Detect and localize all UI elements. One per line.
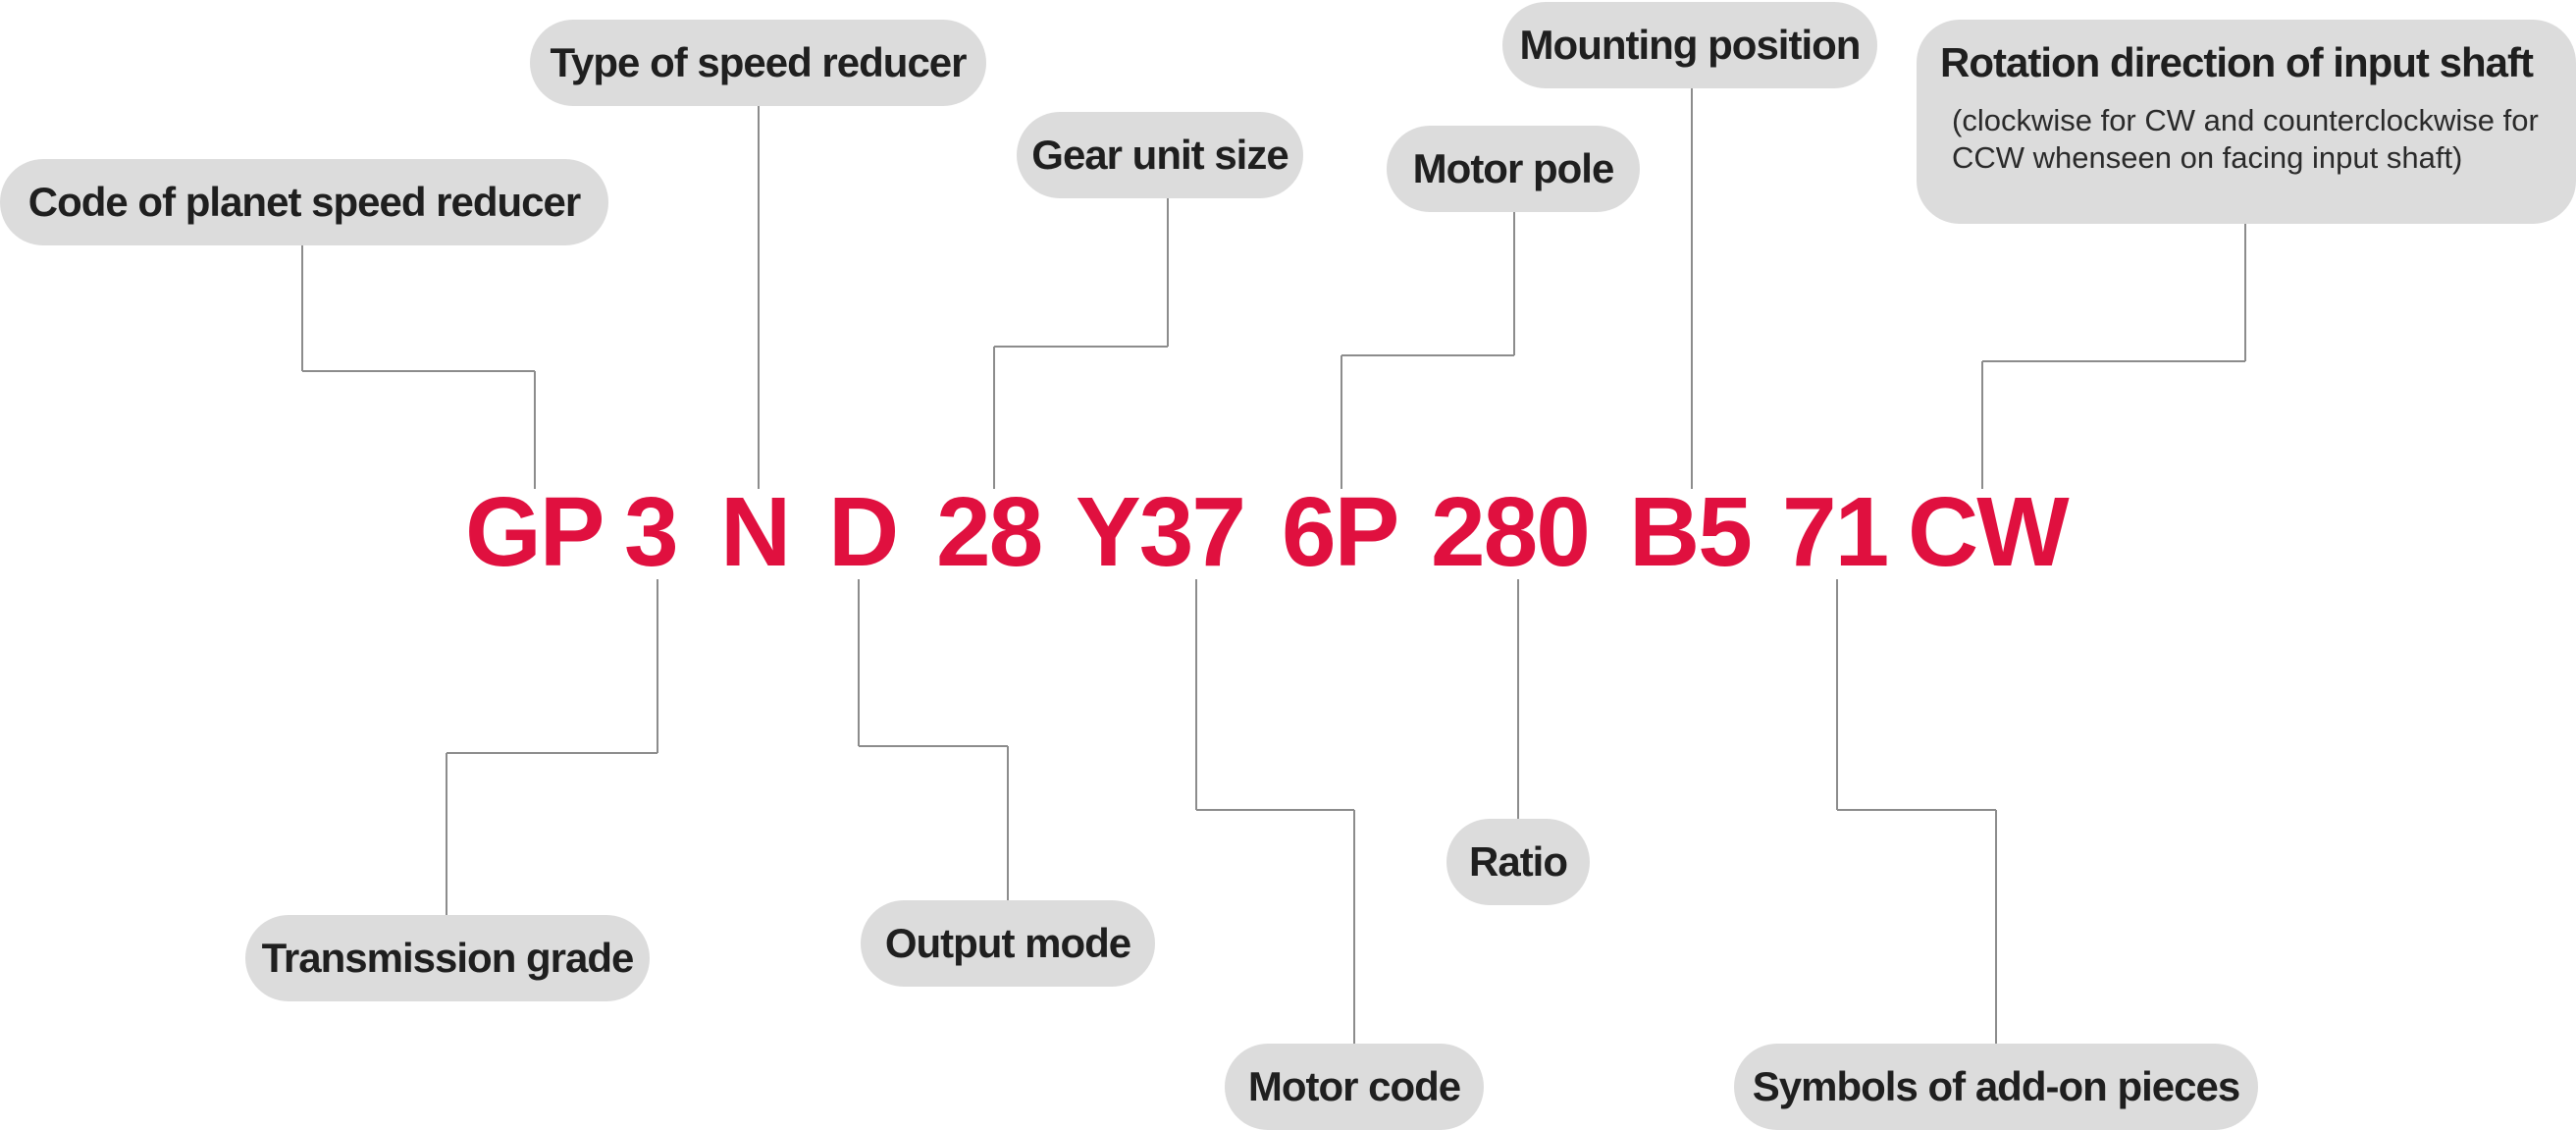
code-ratio: 280 (1431, 477, 1591, 587)
label-add-on-pieces: Symbols of add-on pieces (1734, 1044, 2258, 1130)
rotation-note: (clockwise for CW and counterclockwise f… (1952, 102, 2576, 177)
label-motor-code: Motor code (1225, 1044, 1484, 1130)
label-ratio: Ratio (1446, 819, 1590, 905)
label-motor-pole: Motor pole (1387, 126, 1640, 212)
code-pole: 6P (1282, 477, 1399, 587)
code-mount: B5 (1629, 477, 1753, 587)
code-size: 28 (936, 477, 1043, 587)
label-transmission-grade: Transmission grade (245, 915, 650, 1001)
code-gp: GP (465, 477, 605, 587)
rotation-title: Rotation direction of input shaft (1940, 39, 2534, 85)
label-code-of-planet: Code of planet speed reducer (0, 159, 608, 245)
label-mounting-position: Mounting position (1502, 2, 1877, 88)
label-output-mode: Output mode (861, 900, 1155, 987)
label-rotation-direction: Rotation direction of input shaft (clock… (1917, 20, 2576, 224)
code-type: N (720, 477, 791, 587)
rotation-note-line-1: (clockwise for CW and counterclockwise f… (1952, 103, 2539, 137)
code-motor: Y37 (1076, 477, 1246, 587)
code-grade: 3 (624, 477, 679, 587)
code-rotation: CW (1908, 477, 2070, 587)
code-addon: 71 (1782, 477, 1889, 587)
code-output: D (828, 477, 899, 587)
rotation-note-line-2: CCW whenseen on facing input shaft) (1952, 140, 2463, 175)
label-type-of-reducer: Type of speed reducer (530, 20, 986, 106)
label-gear-unit-size: Gear unit size (1017, 112, 1303, 198)
